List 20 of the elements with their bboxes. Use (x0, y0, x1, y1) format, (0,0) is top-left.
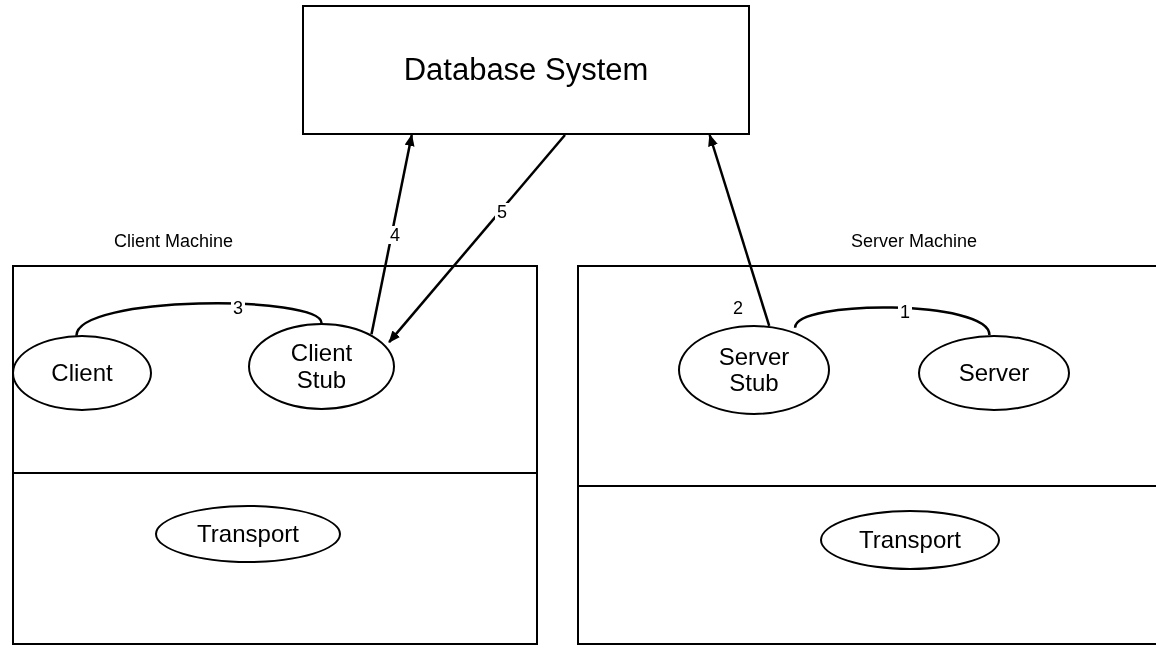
machine-heading: Server Machine (851, 231, 978, 252)
edge-label: 2 (731, 299, 745, 317)
ellipse-label: Client (50, 359, 114, 387)
arrow (370, 134, 415, 335)
edge-label: 4 (388, 226, 402, 244)
process-box (302, 5, 750, 135)
box-label: Database System (403, 52, 649, 88)
arrow (708, 134, 771, 327)
ellipse-label: Server Stub (717, 343, 791, 397)
edge-label: 5 (495, 203, 509, 221)
ellipse-label: Transport (196, 520, 300, 548)
ellipse-label: Client Stub (289, 340, 354, 393)
connector-arc (793, 306, 991, 336)
arrow (388, 134, 566, 343)
connector-arc (75, 302, 323, 337)
machine-heading: Client Machine (114, 231, 234, 252)
edge-label: 1 (898, 303, 912, 321)
ellipse-label: Server (957, 359, 1031, 387)
ellipse-label: Transport (858, 526, 962, 554)
edge-label: 3 (231, 299, 245, 317)
